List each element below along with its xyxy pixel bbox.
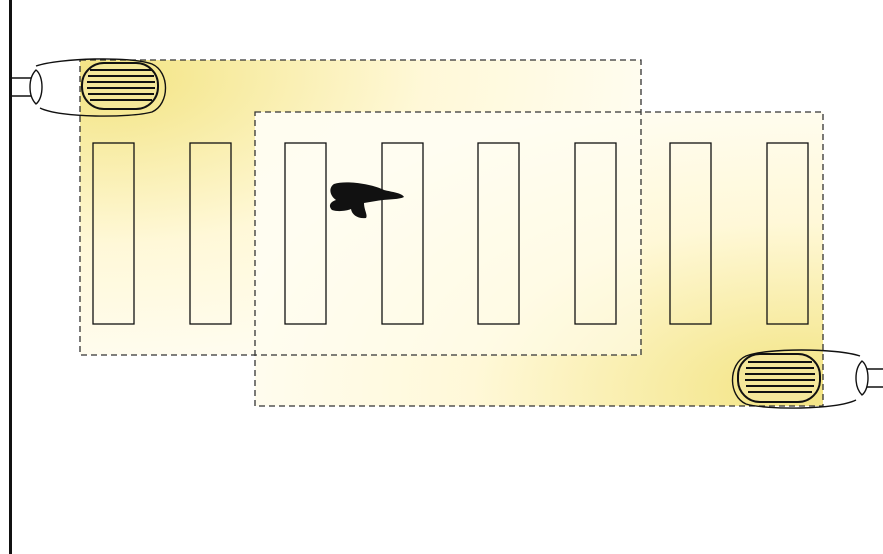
crosswalk-stripe [284,142,327,325]
crosswalk-stripe [189,142,232,325]
crosswalk-stripe [92,142,135,325]
crosswalk-stripe [574,142,617,325]
pedestrian-icon [329,182,404,219]
crosswalk [92,142,809,325]
crosswalk-stripe [669,142,712,325]
street-lamp-icon [731,349,883,409]
light-zone-overlap [255,112,641,355]
crosswalk-stripe [766,142,809,325]
crosswalk-stripe [381,142,424,325]
light-zone-right-border [254,111,824,407]
street-lamp-icon [12,58,167,117]
pole [9,0,12,554]
crosswalk-stripe [477,142,520,325]
light-zone-left-border [79,59,642,356]
